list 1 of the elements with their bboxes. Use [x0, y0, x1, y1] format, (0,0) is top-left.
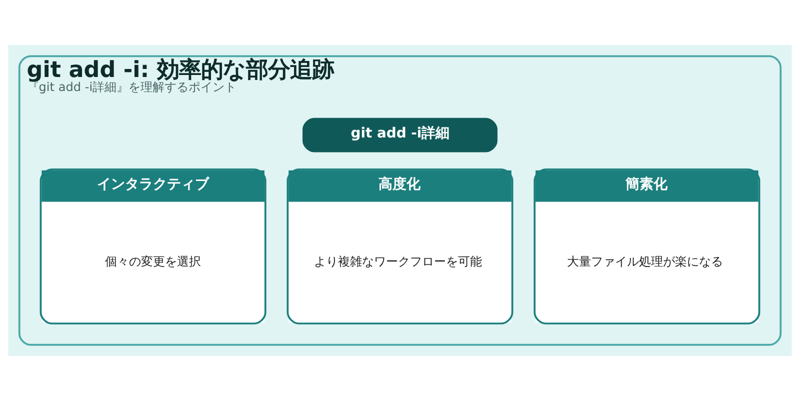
node-box: git add -i詳細 [302, 117, 498, 152]
